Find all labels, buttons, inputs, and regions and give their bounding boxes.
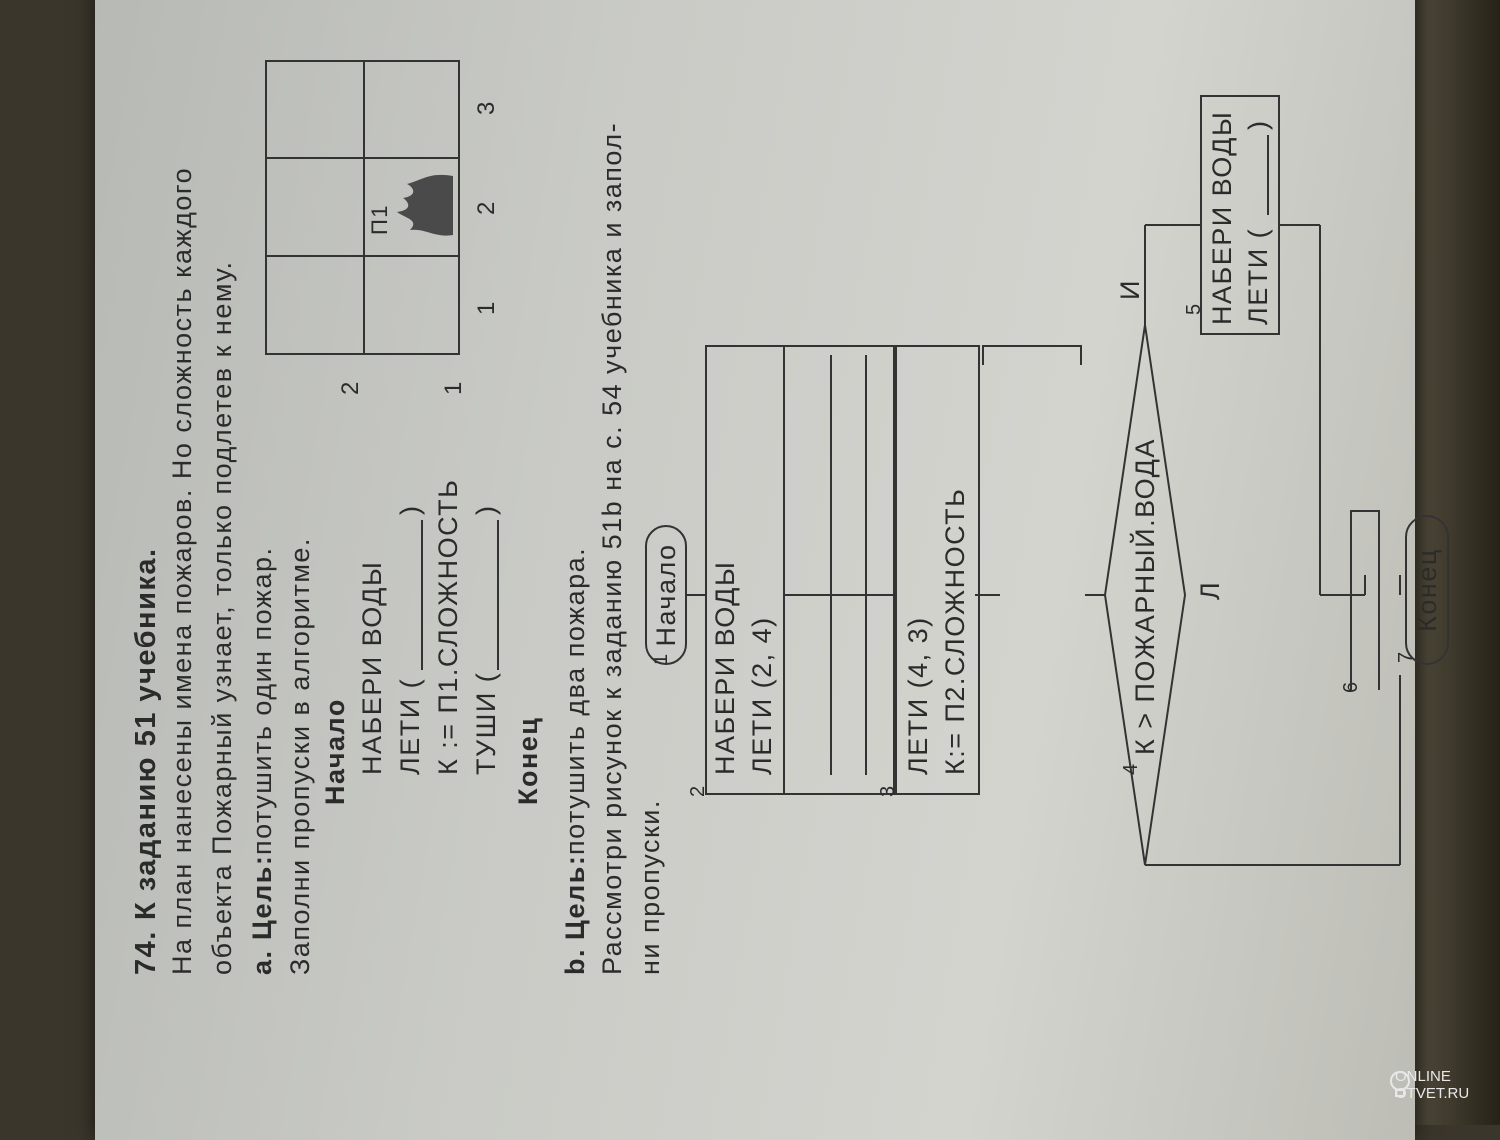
step-2-line-2: ЛЕТИ (2, 4): [747, 616, 777, 775]
branch-no: Л: [1195, 580, 1225, 600]
step-3-line-1: ЛЕТИ (4, 3): [903, 616, 933, 775]
flowchart-end: Конец: [1405, 515, 1449, 665]
step-6-blank-box: [1350, 510, 1380, 690]
lightbulb-icon: [1390, 1071, 1410, 1097]
watermark-line-2: OTVET.RU: [1395, 1085, 1470, 1102]
fire-icon: [397, 175, 453, 236]
branch-yes: И: [1115, 279, 1145, 300]
watermark-line-1: ONLINE: [1395, 1068, 1451, 1085]
step-2-line-1: НАБЕРИ ВОДЫ: [710, 560, 740, 775]
step-5-blank[interactable]: [1267, 135, 1269, 215]
condition-text: К > ПОЖАРНЫЙ.ВОДА: [1130, 438, 1160, 755]
step-4-number: 4: [1120, 763, 1142, 775]
step-3-line-2: К:= П2.СЛОЖНОСТЬ: [940, 487, 970, 775]
workbook-page: 74. К заданию 51 учебника. На план нанес…: [95, 0, 1449, 1140]
step-2-extension: [785, 345, 895, 795]
rotated-page-content: 74. К заданию 51 учебника. На план нанес…: [95, 0, 1500, 1105]
step-5-line-2: ЛЕТИ (: [1243, 227, 1273, 325]
step-5-close: ): [1243, 119, 1273, 131]
step-5-line-1: НАБЕРИ ВОДЫ: [1207, 110, 1237, 325]
flowchart-start: Начало: [645, 525, 687, 665]
step-3-blank-box: [982, 345, 1082, 365]
flowchart-connectors: [685, 224, 1401, 866]
watermark: ONLINE OTVET.RU: [1395, 1068, 1469, 1102]
